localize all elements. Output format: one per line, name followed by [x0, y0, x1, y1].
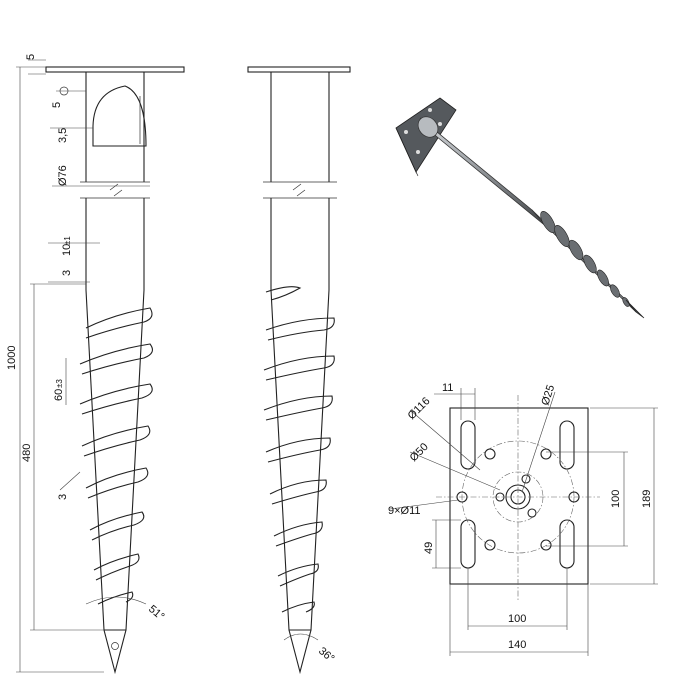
front-helix-2	[263, 355, 335, 381]
front-tip-arc	[283, 633, 319, 641]
front-helix-8	[281, 601, 315, 613]
break-lines	[80, 181, 150, 199]
helix-8	[97, 591, 134, 605]
helix-3	[79, 383, 153, 415]
helix-7	[93, 553, 140, 581]
front-helix-7	[277, 563, 319, 587]
dim-height-189: 189	[641, 490, 653, 508]
dim-wall: 3,5	[57, 128, 69, 143]
dim-slot: 5	[51, 102, 63, 108]
dim-tube-diameter: Ø76	[57, 165, 69, 186]
helix-5	[85, 467, 149, 499]
tip-angle-arc	[85, 596, 147, 605]
front-tip	[288, 629, 312, 675]
helix-4	[81, 425, 151, 457]
front-helix-0	[265, 286, 302, 301]
dim-inner-circle: Ø50	[408, 441, 431, 464]
tip	[103, 629, 127, 675]
dim-pitch: 60	[53, 389, 65, 401]
front-helix-4	[265, 437, 331, 463]
front-break-lines	[263, 181, 337, 199]
dim-10-tolerance: ±1	[63, 236, 72, 245]
iso-view	[395, 97, 645, 319]
helix-1	[85, 307, 153, 339]
dim-offset-11: 11	[442, 382, 453, 394]
dim-width-100: 100	[508, 613, 526, 625]
dim-3: 3	[61, 270, 73, 276]
plate-view: Ø25 Ø116 Ø50 9×Ø11 11 100 189 49 100	[388, 382, 658, 656]
bolt-holes	[456, 448, 580, 551]
front-taper	[270, 289, 330, 631]
front-plate	[247, 66, 351, 73]
front-view: 36°	[247, 66, 351, 675]
dim-height-100: 100	[610, 490, 622, 508]
front-helix-3	[263, 395, 333, 421]
dim-10: 10	[61, 244, 73, 256]
helix-6	[89, 511, 145, 541]
slot-top-left	[460, 420, 476, 470]
plate-outline	[449, 407, 589, 585]
iso-tip	[625, 299, 645, 319]
helix-2	[79, 343, 153, 375]
dim-total-length: 1000	[6, 346, 18, 370]
break-mark	[109, 183, 123, 197]
slot-bottom-right	[559, 519, 575, 569]
dim-plate-thickness: 5	[25, 54, 37, 60]
side-view: 1000 480 5 5 3,5 Ø76 10 ±1 3 60 ±3 3 51°	[6, 54, 185, 675]
dim-tip-angle: 51°	[146, 603, 166, 623]
iso-tube	[419, 117, 549, 229]
top-plate	[45, 66, 185, 73]
front-helix-6	[273, 521, 323, 547]
dim-blade: 3	[57, 494, 69, 500]
dim-holes: 9×Ø11	[388, 505, 421, 517]
dim-front-tip-angle: 36°	[316, 645, 336, 665]
slot-top-right	[559, 420, 575, 470]
tube-window	[92, 85, 147, 147]
dim-helix-length: 480	[21, 444, 33, 462]
dim-offset-49: 49	[423, 542, 435, 554]
front-helix-1	[265, 317, 335, 341]
tip-hole	[111, 642, 119, 650]
dim-pipe-diameter: Ø25	[539, 383, 557, 406]
taper-body	[85, 289, 145, 631]
iso-helix	[540, 211, 630, 307]
dim-width-140: 140	[508, 639, 526, 651]
front-helix-5	[269, 479, 327, 505]
slot-bottom-left	[460, 519, 476, 569]
dim-pitch-tolerance: ±3	[55, 379, 64, 388]
